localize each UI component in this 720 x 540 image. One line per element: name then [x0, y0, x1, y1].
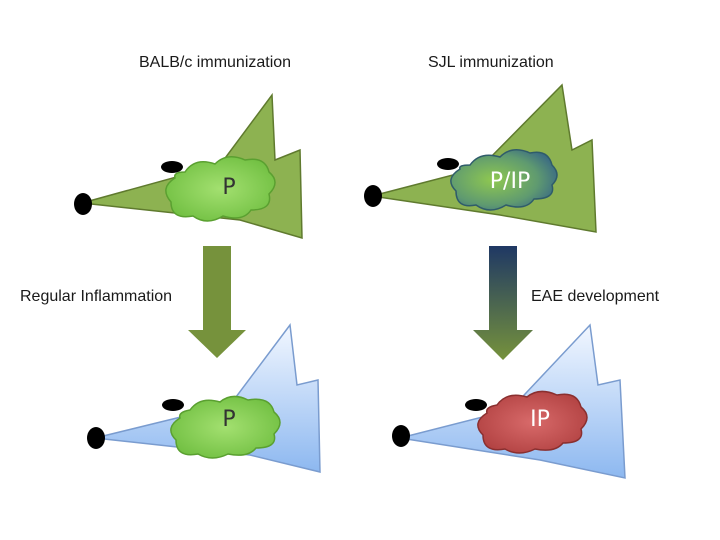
neuron-top-left	[74, 95, 302, 238]
cloud-label-top-right: P/IP	[490, 169, 530, 194]
cloud-label-top-left: P	[222, 175, 235, 200]
neuron-bottom-left	[87, 325, 320, 472]
arrow-left-down	[188, 246, 246, 358]
arrow-right-down	[473, 246, 533, 360]
neuron-top-right	[364, 85, 596, 232]
cloud-label-bottom-left: P	[222, 407, 235, 432]
cloud-label-bottom-right: IP	[530, 407, 550, 432]
